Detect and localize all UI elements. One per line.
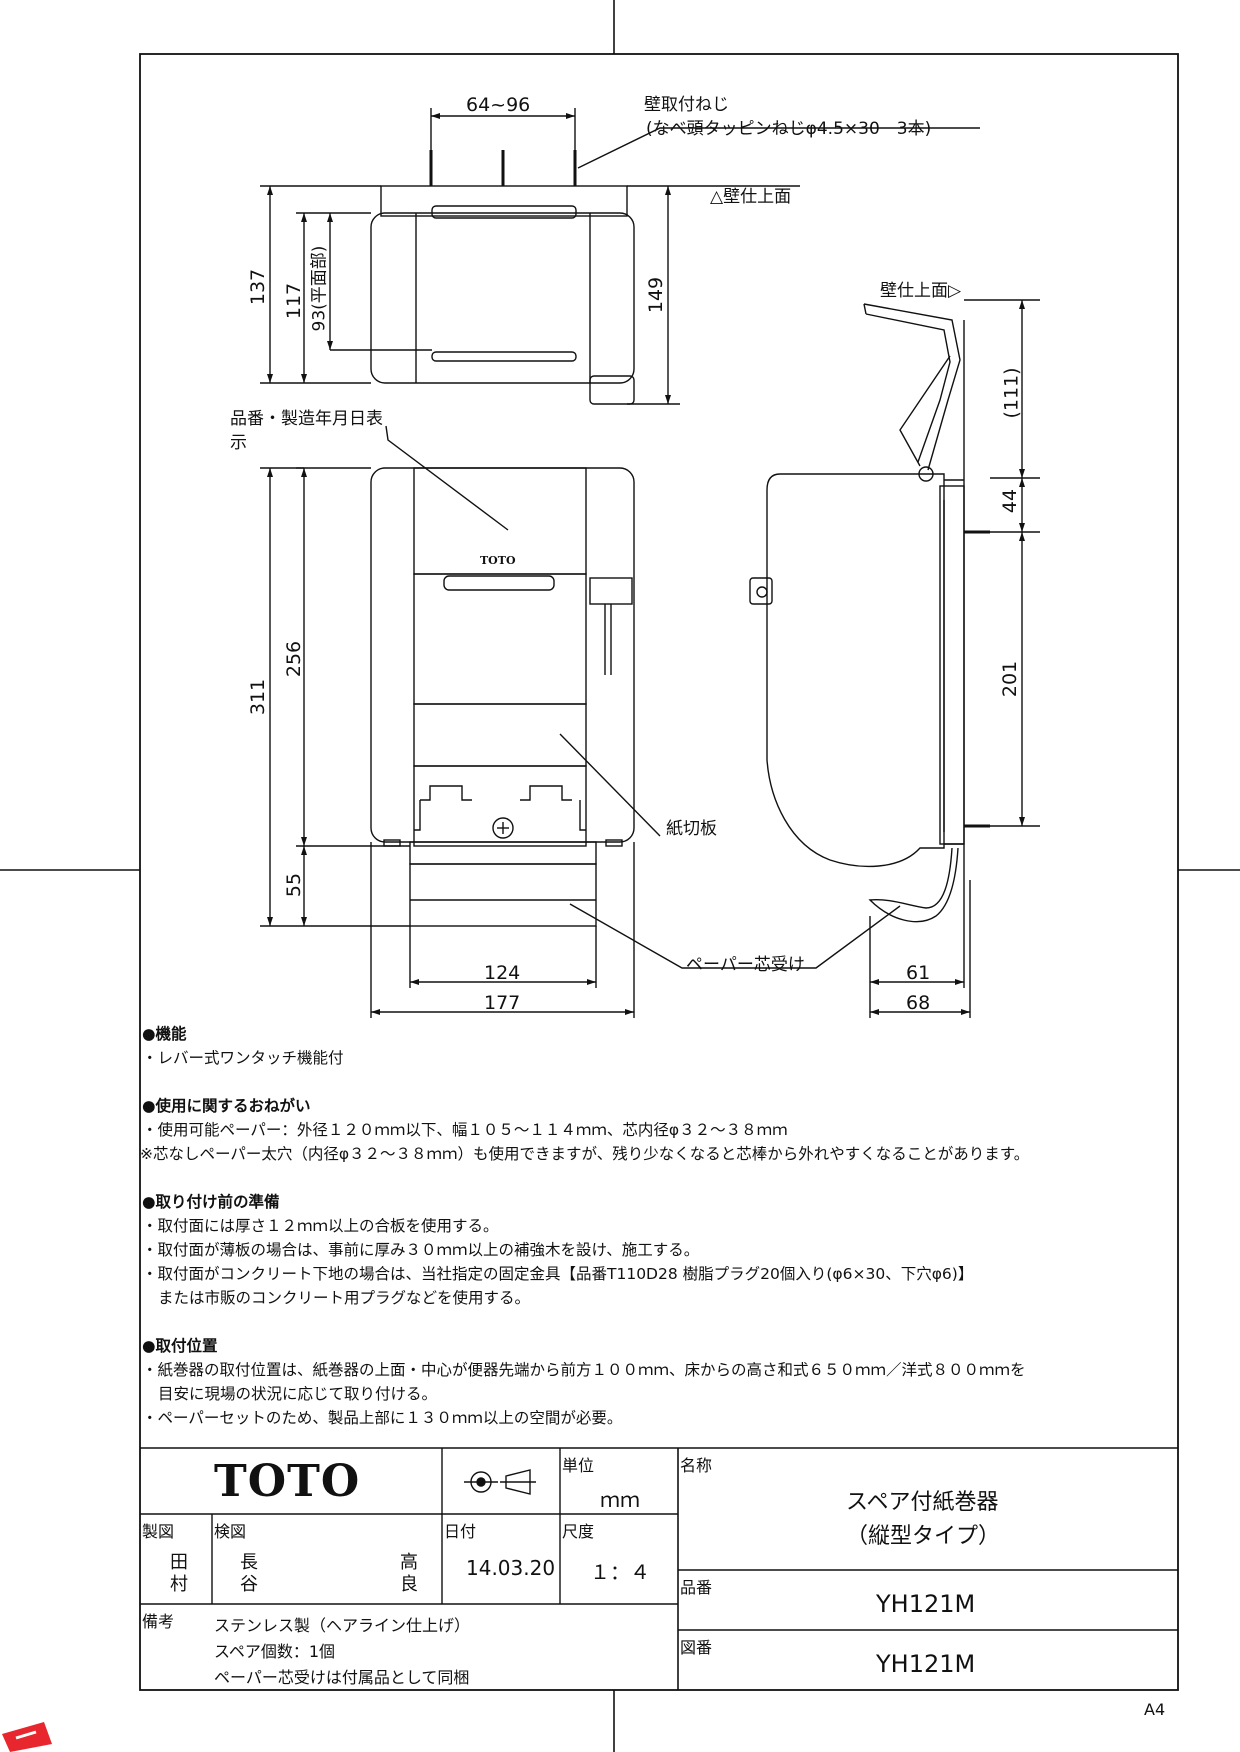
dim-111: (111) (1000, 367, 1023, 419)
dim-311: 311 (247, 678, 270, 716)
product-number-label-line2: 示 (230, 433, 247, 453)
dim-55: 55 (283, 872, 306, 898)
dim-93: 93(平面部) (309, 245, 330, 332)
dim-124: 124 (484, 962, 521, 984)
remarks-2: スペア個数：1個 (214, 1642, 336, 1661)
remarks-3: ペーパー芯受けは付属品として同梱 (214, 1668, 470, 1687)
unit-label: 単位 (562, 1456, 595, 1475)
note-position-1: ・紙巻器の取付位置は、紙巻器の上面・中心が便器先端から前方１００ｍｍ、床からの高… (142, 1361, 1026, 1379)
drawing-frame (139, 53, 1179, 1691)
paper-cutter-label: 紙切板 (666, 819, 717, 839)
checked-label: 検図 (214, 1522, 247, 1541)
screw-label: 壁取付ねじ (644, 95, 729, 115)
note-prep-heading: ●取り付け前の準備 (142, 1193, 280, 1211)
note-function-heading: ●機能 (142, 1025, 187, 1043)
part-number-label: 品番 (680, 1578, 713, 1597)
part-number: YH121M (876, 1590, 976, 1618)
note-function-1: ・レバー式ワンタッチ機能付 (142, 1049, 344, 1067)
drawn-by-2: 村 (170, 1574, 188, 1595)
toto-small-logo: TOTO (480, 554, 516, 567)
product-name-line1: スペア付紙巻器 (846, 1490, 999, 1515)
date-label: 日付 (444, 1522, 477, 1541)
dim-256: 256 (283, 640, 306, 678)
note-usage-1: ・使用可能ペーパー：外径１２０ｍｍ以下、幅１０５～１１４ｍｍ、芯内径φ３２～３８… (142, 1121, 788, 1139)
dim-64-96: 64~96 (466, 94, 531, 116)
screw-detail-label: (なべ頭タッピンねじφ4.5×30 3本) (646, 119, 932, 139)
scale-label: 尺度 (562, 1522, 595, 1541)
note-prep-4: または市販のコンクリート用プラグなどを使用する。 (158, 1289, 531, 1307)
note-prep-1: ・取付面には厚さ１２ｍｍ以上の合板を使用する。 (142, 1217, 499, 1235)
note-prep-2: ・取付面が薄板の場合は、事前に厚み３０ｍｍ以上の補強木を設け、施工する。 (142, 1241, 700, 1259)
wall-surface-top-label: △壁仕上面 (710, 187, 792, 207)
front-view (260, 425, 901, 1018)
note-usage-2: ※芯なしペーパー太穴（内径φ３２～３８ｍｍ）も使用できますが、残り少なくなると芯… (140, 1145, 1030, 1163)
name-label: 名称 (680, 1456, 713, 1475)
title-block-grid (140, 1447, 1178, 1690)
product-name-line2: （縦型タイプ） (846, 1524, 1001, 1549)
note-position-2: 目安に現場の状況に応じて取り付ける。 (158, 1385, 438, 1403)
drawn-label: 製図 (142, 1522, 175, 1541)
remarks-1: ステンレス製（ヘアライン仕上げ） (214, 1616, 471, 1635)
notes-section: ●機能 ・レバー式ワンタッチ機能付 ●使用に関するおねがい ・使用可能ペーパー：… (140, 1022, 1172, 1430)
dim-68: 68 (906, 992, 931, 1014)
dim-117: 117 (283, 282, 306, 320)
dim-137: 137 (247, 268, 270, 306)
paper-size: A4 (1144, 1700, 1166, 1719)
note-position-heading: ●取付位置 (142, 1337, 218, 1355)
checked-by-1: 長 (240, 1552, 258, 1573)
note-prep-3: ・取付面がコンクリート下地の場合は、当社指定の固定金具【品番T110D28 樹脂… (142, 1265, 974, 1283)
dim-44: 44 (999, 488, 1022, 514)
checked-by-2: 谷 (240, 1574, 258, 1595)
date-value: 14.03.20 (466, 1556, 556, 1580)
dim-201: 201 (999, 660, 1022, 698)
product-number-label-line1: 品番・製造年月日表 (230, 409, 383, 429)
wall-surface-side-label: 壁仕上面▷ (880, 281, 962, 301)
dim-61: 61 (906, 962, 931, 984)
drawing-number: YH121M (876, 1650, 976, 1678)
drawn-by-1: 田 (170, 1552, 188, 1573)
note-usage-heading: ●使用に関するおねがい (142, 1097, 311, 1115)
unit-value: ｍｍ (600, 1488, 640, 1512)
note-position-3: ・ペーパーセットのため、製品上部に１３０ｍｍ以上の空間が必要。 (142, 1409, 623, 1427)
core-receiver-label: ペーパー芯受け (686, 955, 805, 975)
side-view (749, 299, 1040, 1018)
checked-by-4: 良 (400, 1574, 418, 1595)
remarks-label: 備考 (142, 1612, 175, 1631)
corner-logo-icon (2, 1722, 52, 1752)
projection-symbol (464, 1469, 536, 1495)
brand-logo: TOTO (214, 1456, 361, 1507)
dim-149: 149 (645, 276, 668, 314)
drawing-number-label: 図番 (680, 1638, 713, 1657)
checked-by-3: 高 (400, 1552, 418, 1573)
scale-value: １：４ (590, 1560, 650, 1584)
dim-177: 177 (484, 992, 521, 1014)
top-view (260, 108, 980, 405)
